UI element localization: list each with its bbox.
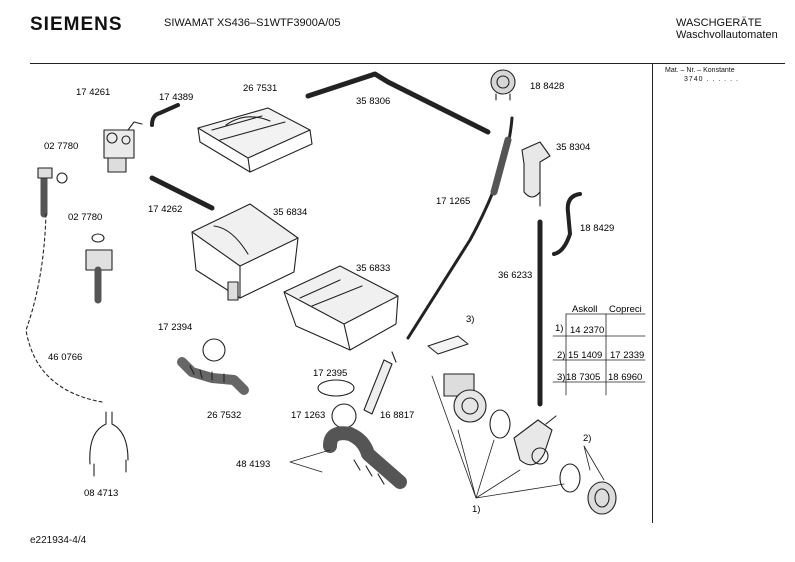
category-title: WASCHGERÄTE (676, 17, 762, 29)
side-panel-caption: Mat. – Nr. – Konstante (665, 67, 735, 74)
table-cell-copreci: 18 6960 (608, 372, 642, 383)
seal-ring-part (317, 379, 355, 397)
document-id: e221934-4/4 (30, 535, 87, 546)
table-cell-copreci: 17 2339 (610, 350, 644, 361)
reference-table-grid (552, 313, 646, 396)
top-pipe-part (305, 71, 491, 135)
detergent-drawer-part (191, 203, 299, 301)
brand-logo: SIEMENS (30, 14, 123, 35)
part-label: 08 4713 (84, 488, 118, 499)
part-label: 35 6833 (356, 263, 390, 274)
part-label: 26 7531 (243, 83, 277, 94)
gasket-ring-part (202, 338, 226, 362)
part-label: 3) (466, 314, 474, 325)
part-label: 17 1265 (436, 196, 470, 207)
lint-filter-part (587, 481, 617, 515)
hose-sleeve-part (490, 136, 512, 196)
pump-seal-part (559, 463, 581, 493)
part-label: 26 7532 (207, 410, 241, 421)
air-trap-part (521, 141, 551, 207)
pump-housing-part (513, 415, 557, 466)
part-label: 35 8304 (556, 142, 590, 153)
hose-clamp-part (89, 411, 129, 477)
inlet-valve-part (103, 121, 143, 173)
pressure-hose-part (406, 116, 514, 340)
part-label: 02 7780 (68, 212, 102, 223)
table-row-ref: 2) (557, 350, 565, 361)
part-label: 35 8306 (356, 96, 390, 107)
table-cell-askoll: 18 7305 (566, 372, 600, 383)
table-header-askoll: Askoll (572, 304, 597, 315)
table-header-copreci: Copreci (609, 304, 642, 315)
drain-pump-part (427, 335, 511, 439)
category-subtitle: Waschvollautomaten (676, 29, 778, 41)
model-title: SIWAMAT XS436–S1WTF3900A/05 (164, 17, 341, 29)
drawer-insert-part (283, 265, 399, 351)
part-label: 02 7780 (44, 141, 78, 152)
leader-line (431, 375, 565, 499)
part-label: 16 8817 (380, 410, 414, 421)
part-label: 2) (583, 433, 591, 444)
part-label: 17 4262 (148, 204, 182, 215)
part-label: 17 2394 (158, 322, 192, 333)
drawer-housing-part (197, 107, 313, 173)
supply-connector-part (85, 233, 113, 304)
ball-valve-part (331, 403, 357, 429)
leader-line (289, 449, 331, 473)
table-row-ref: 3) (557, 372, 565, 383)
sump-hose-part (323, 426, 407, 489)
leader-line (583, 445, 605, 481)
part-label: 17 4261 (76, 87, 110, 98)
small-hose-part (552, 192, 582, 256)
part-label: 36 6233 (498, 270, 532, 281)
part-label: 18 8428 (530, 81, 564, 92)
header-divider (30, 63, 785, 64)
part-label: 48 4193 (236, 459, 270, 470)
side-panel-value: 3740 . . . . . . (684, 76, 739, 83)
supply-hose-part (25, 167, 103, 403)
table-cell-askoll: 15 1409 (568, 350, 602, 361)
reference-table: Askoll Copreci 1) 14 2370 2) 15 1409 17 … (555, 304, 644, 383)
inlet-hose-part (150, 103, 180, 127)
part-label: 17 4389 (159, 92, 193, 103)
part-label: 1) (472, 504, 480, 515)
connector-hose-part (149, 175, 215, 211)
table-cell-askoll: 14 2370 (570, 325, 604, 336)
table-row-ref: 1) (555, 323, 563, 334)
part-label: 17 2395 (313, 368, 347, 379)
part-labels-group: 17 4261 17 4389 26 7531 35 8306 18 8428 … (44, 81, 614, 515)
part-label: 17 1263 (291, 410, 325, 421)
side-panel-divider (652, 63, 653, 523)
part-label: 35 6834 (273, 207, 307, 218)
bellows-hose-part (177, 357, 249, 395)
pressure-switch-part (490, 69, 516, 101)
heater-element-part (363, 351, 397, 415)
part-label: 18 8429 (580, 223, 614, 234)
part-label: 46 0766 (48, 352, 82, 363)
